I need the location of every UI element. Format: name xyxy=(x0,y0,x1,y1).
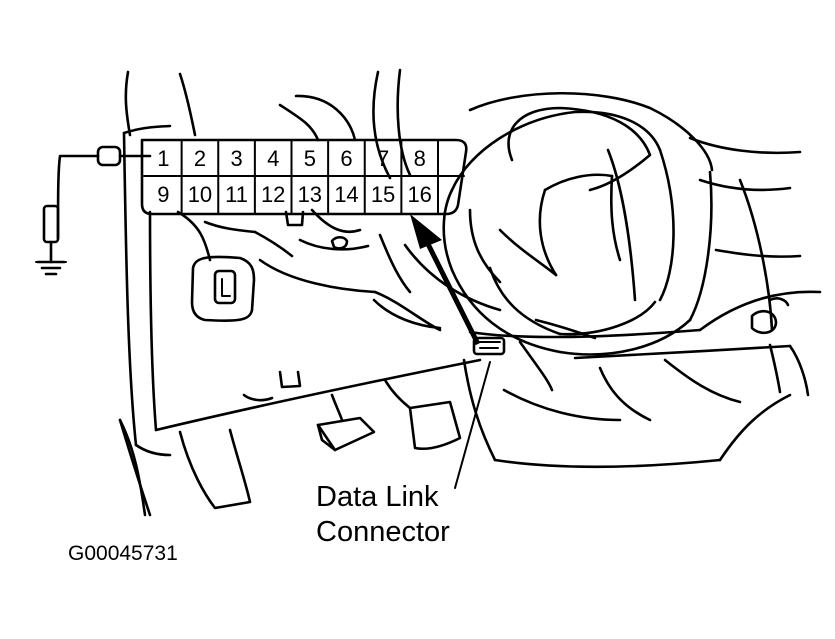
figure-id: G00045731 xyxy=(68,542,178,565)
pin-row-bottom: 9 10 11 12 13 14 15 16 xyxy=(157,182,432,207)
connector-pin-12: 12 xyxy=(261,182,285,207)
steering-wheel xyxy=(372,68,714,356)
panel-details xyxy=(242,210,790,402)
connector-pin-4: 4 xyxy=(267,146,279,171)
pedals-and-floor xyxy=(118,358,792,517)
ground-jumper-wire xyxy=(36,145,152,276)
connector-pin-6: 6 xyxy=(340,146,352,171)
connector-pin-9: 9 xyxy=(157,182,169,207)
callout-label: Data Link Connector xyxy=(316,481,450,548)
connector-pin-10: 10 xyxy=(188,182,212,207)
connector-pin-1: 1 xyxy=(157,146,169,171)
connector-pin-2: 2 xyxy=(194,146,206,171)
pin-dividers xyxy=(180,140,439,214)
connector-pin-7: 7 xyxy=(377,146,389,171)
connector-pin-15: 15 xyxy=(371,182,395,207)
pointer-arrow xyxy=(410,214,481,346)
connector-pin-13: 13 xyxy=(298,182,322,207)
connector-pin-8: 8 xyxy=(414,146,426,171)
connector-pin-11: 11 xyxy=(225,182,248,207)
callout-leader-line xyxy=(454,361,491,489)
callout-line-1: Data Link xyxy=(316,481,439,513)
connector-pin-14: 14 xyxy=(334,182,358,207)
connector-pin-3: 3 xyxy=(230,146,242,171)
connector-pin-16: 16 xyxy=(407,182,431,207)
ignition-switch xyxy=(190,255,256,322)
dlc-location-marker xyxy=(472,336,506,356)
dashboard-outline xyxy=(118,70,822,517)
connector-pin-5: 5 xyxy=(304,146,316,171)
callout-line-2: Connector xyxy=(316,516,450,548)
